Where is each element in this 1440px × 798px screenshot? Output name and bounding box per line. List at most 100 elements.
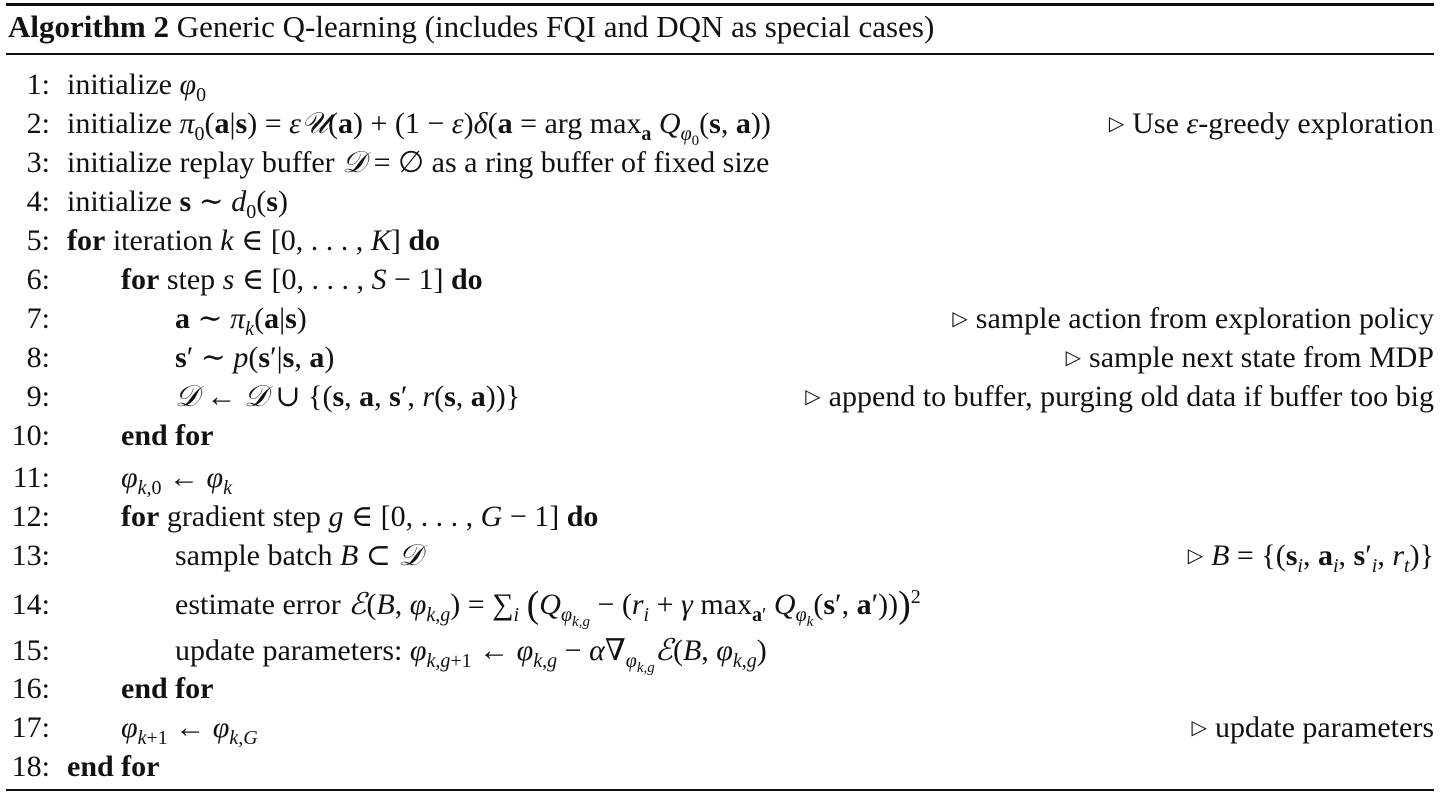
algorithm-line-14: 14: estimate error ℰ(B, φk,g) = ∑i (Qφk,… — [6, 584, 1434, 630]
algorithm-line-5: 5: for iteration k ∈ [0, . . . , K] do — [6, 221, 1434, 260]
line-number: 14: — [11, 588, 50, 621]
line-comment: ▷sample action from exploration policy — [952, 299, 1434, 338]
line-text: iteration — [112, 224, 213, 257]
algorithm-line-4: 4: initialize s ∼ d0(s) — [6, 182, 1434, 223]
algorithm-caption: Algorithm 2 Generic Q-learning (includes… — [8, 8, 934, 46]
comment-math: B = {(si, ai, s′i, rt)} — [1211, 539, 1434, 577]
line-text: initialize — [67, 107, 172, 140]
line-number: 11: — [12, 461, 50, 494]
algorithm-line-13: 13: sample batch B ⊂ 𝒟 ▷ B = {(si, ai, s′… — [6, 536, 1434, 577]
algorithm-title: Generic Q-learning (includes FQI and DQN… — [176, 9, 935, 44]
line-body: initialize φ0 — [67, 65, 207, 106]
math-expression: φ0 — [179, 68, 207, 106]
line-comment: ▷ sample next state from MDP — [1066, 338, 1434, 377]
line-body: for gradient step g ∈ [0, . . . , G − 1]… — [121, 497, 598, 536]
math-expression: φk,g+1 ← φk,g − α∇φk,gℰ(B, φk,g) — [409, 634, 767, 676]
line-number: 18: — [11, 750, 50, 783]
comment-triangle-icon: ▷ — [952, 306, 968, 330]
comment-triangle-icon: ▷ — [805, 384, 821, 408]
line-number: 12: — [11, 500, 50, 533]
line-number: 17: — [11, 711, 50, 744]
line-body: update parameters: φk,g+1 ← φk,g − α∇φk,… — [175, 631, 767, 676]
algorithm-label: Algorithm 2 — [8, 9, 170, 44]
comment-text: update parameters — [1214, 711, 1434, 744]
keyword-for: for — [67, 224, 106, 257]
top-rule — [6, 3, 1434, 6]
algorithm-line-10: 10: end for — [6, 416, 1434, 455]
line-number: 2: — [26, 107, 50, 140]
algorithm-line-16: 16: end for — [6, 669, 1434, 708]
keyword-end-for: end for — [121, 419, 214, 452]
line-comment: ▷ Use ε-greedy exploration — [1109, 104, 1434, 143]
algorithm-line-17: 17: φk+1 ← φk,G ▷ update parameters — [6, 708, 1434, 749]
algorithm-line-18: 18: end for — [6, 747, 1434, 786]
comment-text: Use ε-greedy exploration — [1132, 107, 1434, 140]
math-expression: φk,0 ← φk — [121, 461, 232, 499]
algorithm-line-11: 11: φk,0 ← φk — [6, 458, 1434, 499]
line-text: update parameters: — [175, 634, 403, 667]
line-body: for iteration k ∈ [0, . . . , K] do — [67, 221, 440, 260]
comment-triangle-icon: ▷ — [1108, 111, 1125, 135]
algorithm-line-1: 1: initialize φ0 — [6, 65, 1434, 106]
line-number: 9: — [26, 380, 50, 413]
line-number: 5: — [26, 224, 50, 257]
line-number: 13: — [11, 539, 50, 572]
math-expression: π0(a|s) = ε𝒰(a) + (1 − ε)δ(a = arg maxa … — [179, 107, 771, 149]
algorithm-line-15: 15: update parameters: φk,g+1 ← φk,g − α… — [6, 631, 1434, 676]
line-number: 4: — [26, 185, 50, 218]
caption-rule — [6, 53, 1434, 55]
algorithm-line-2: 2: initialize π0(a|s) = ε𝒰(a) + (1 − ε)δ… — [6, 104, 1434, 149]
algorithm-line-9: 9: 𝒟 ← 𝒟 ∪ {(s, a, s′, r(s, a))} ▷ append… — [6, 377, 1434, 416]
line-body: sample batch B ⊂ 𝒟 — [175, 536, 422, 575]
algorithm-line-8: 8: s′ ∼ p(s′|s, a) ▷ sample next state fr… — [6, 338, 1434, 377]
algorithm-line-6: 6: for step s ∈ [0, . . . , S − 1] do — [6, 260, 1434, 299]
line-number: 8: — [26, 341, 50, 374]
math-expression: B ⊂ 𝒟 — [339, 539, 423, 572]
math-expression: g ∈ [0, . . . , G − 1] — [328, 500, 560, 533]
line-number: 15: — [11, 634, 50, 667]
line-text: sample batch — [175, 539, 333, 572]
math-expression: s ∈ [0, . . . , S − 1] — [222, 263, 444, 296]
bottom-rule — [6, 789, 1434, 791]
math-expression: ℰ(B, φk,g) = ∑i (Qφk,g − (ri + γ maxa′ Q… — [348, 584, 921, 630]
keyword-for: for — [121, 500, 160, 533]
math-expression: s ∼ d0(s) — [179, 185, 288, 223]
algorithm-line-12: 12: for gradient step g ∈ [0, . . . , G … — [6, 497, 1434, 536]
line-body: initialize s ∼ d0(s) — [67, 182, 288, 223]
algorithm-line-3: 3: initialize replay buffer 𝒟 = ∅ as a r… — [6, 143, 1434, 182]
math-expression: φk+1 ← φk,G — [121, 711, 258, 749]
line-text: estimate error — [175, 588, 341, 621]
line-body: for step s ∈ [0, . . . , S − 1] do — [121, 260, 483, 299]
line-number: 10: — [11, 419, 50, 452]
math-expression: a ∼ πk(a|s) — [175, 302, 307, 340]
line-number: 3: — [26, 146, 50, 179]
comment-triangle-icon: ▷ — [1187, 543, 1204, 567]
line-body: estimate error ℰ(B, φk,g) = ∑i (Qφk,g − … — [175, 584, 921, 630]
line-body: initialize replay buffer 𝒟 = ∅ as a ring… — [67, 146, 770, 179]
line-comment: ▷ update parameters — [1192, 708, 1434, 747]
line-number: 6: — [26, 263, 50, 296]
line-number: 7: — [26, 302, 50, 335]
math-expression: s′ ∼ p(s′|s, a) — [175, 341, 335, 374]
math-expression: k ∈ [0, . . . , K] — [220, 224, 401, 257]
line-number: 1: — [26, 68, 50, 101]
comment-text: append to buffer, purging old data if bu… — [828, 380, 1434, 413]
math-expression: 𝒟 ← 𝒟 ∪ {(s, a, s′, r(s, a))} — [175, 380, 521, 413]
line-body: initialize π0(a|s) = ε𝒰(a) + (1 − ε)δ(a … — [67, 104, 771, 149]
line-number: 16: — [11, 672, 50, 705]
comment-triangle-icon: ▷ — [1191, 715, 1207, 739]
algorithm-line-7: 7: a ∼ πk(a|s) ▷sample action from explo… — [6, 299, 1434, 340]
keyword-do: do — [566, 500, 599, 533]
line-comment: ▷ B = {(si, ai, s′i, rt)} — [1187, 536, 1434, 577]
line-comment: ▷ append to buffer, purging old data if b… — [805, 377, 1434, 416]
keyword-for: for — [121, 263, 160, 296]
keyword-end-for: end for — [121, 672, 214, 705]
comment-text: sample next state from MDP — [1089, 341, 1434, 374]
keyword-do: do — [450, 263, 483, 296]
line-text: initialize — [67, 185, 172, 218]
comment-triangle-icon: ▷ — [1065, 345, 1082, 369]
algorithm-box: Algorithm 2 Generic Q-learning (includes… — [6, 0, 1434, 798]
line-text: initialize — [67, 68, 172, 101]
line-text: step — [166, 263, 216, 296]
keyword-do: do — [408, 224, 441, 257]
